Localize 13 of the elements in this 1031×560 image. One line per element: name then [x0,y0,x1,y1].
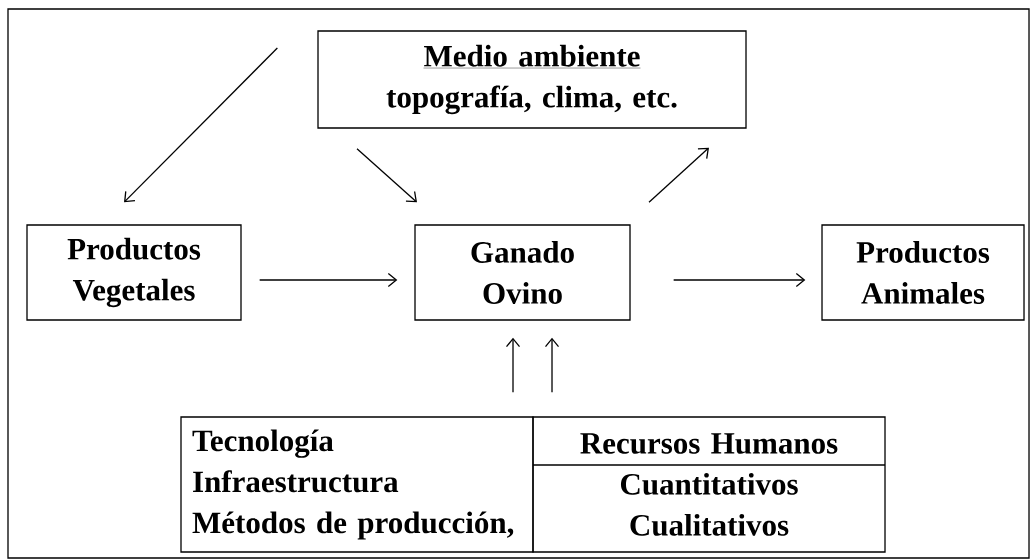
process-box: Productos Vegetales [26,224,242,321]
arrow [648,147,709,203]
process-box: Productos Animales [821,224,1025,321]
arrow [673,272,806,288]
arrow [505,337,521,393]
table-cell: Recursos Humanos Cuantitativos Cualitativos [532,416,886,553]
arrow [259,272,398,288]
process-box: Ganado Ovino [414,224,631,321]
arrow [356,148,417,203]
table-cell: Tecnología Infraestructura Métodos de producción, [180,416,534,553]
arrow [544,337,560,393]
arrow [124,47,278,203]
environment-box: Medio ambiente topografía, clima, etc. [317,30,747,129]
